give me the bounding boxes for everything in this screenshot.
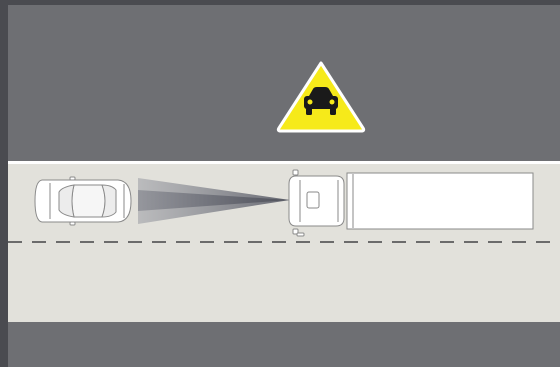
truck-trailer bbox=[346, 172, 534, 230]
lower-area bbox=[8, 322, 560, 367]
sensor-beam bbox=[138, 178, 290, 224]
car-front-icon bbox=[304, 87, 338, 115]
truck bbox=[288, 169, 534, 237]
upper-area bbox=[8, 5, 560, 161]
car-warning-triangle-icon bbox=[276, 61, 366, 133]
ego-car bbox=[34, 176, 132, 226]
road-edge-line bbox=[8, 161, 560, 164]
